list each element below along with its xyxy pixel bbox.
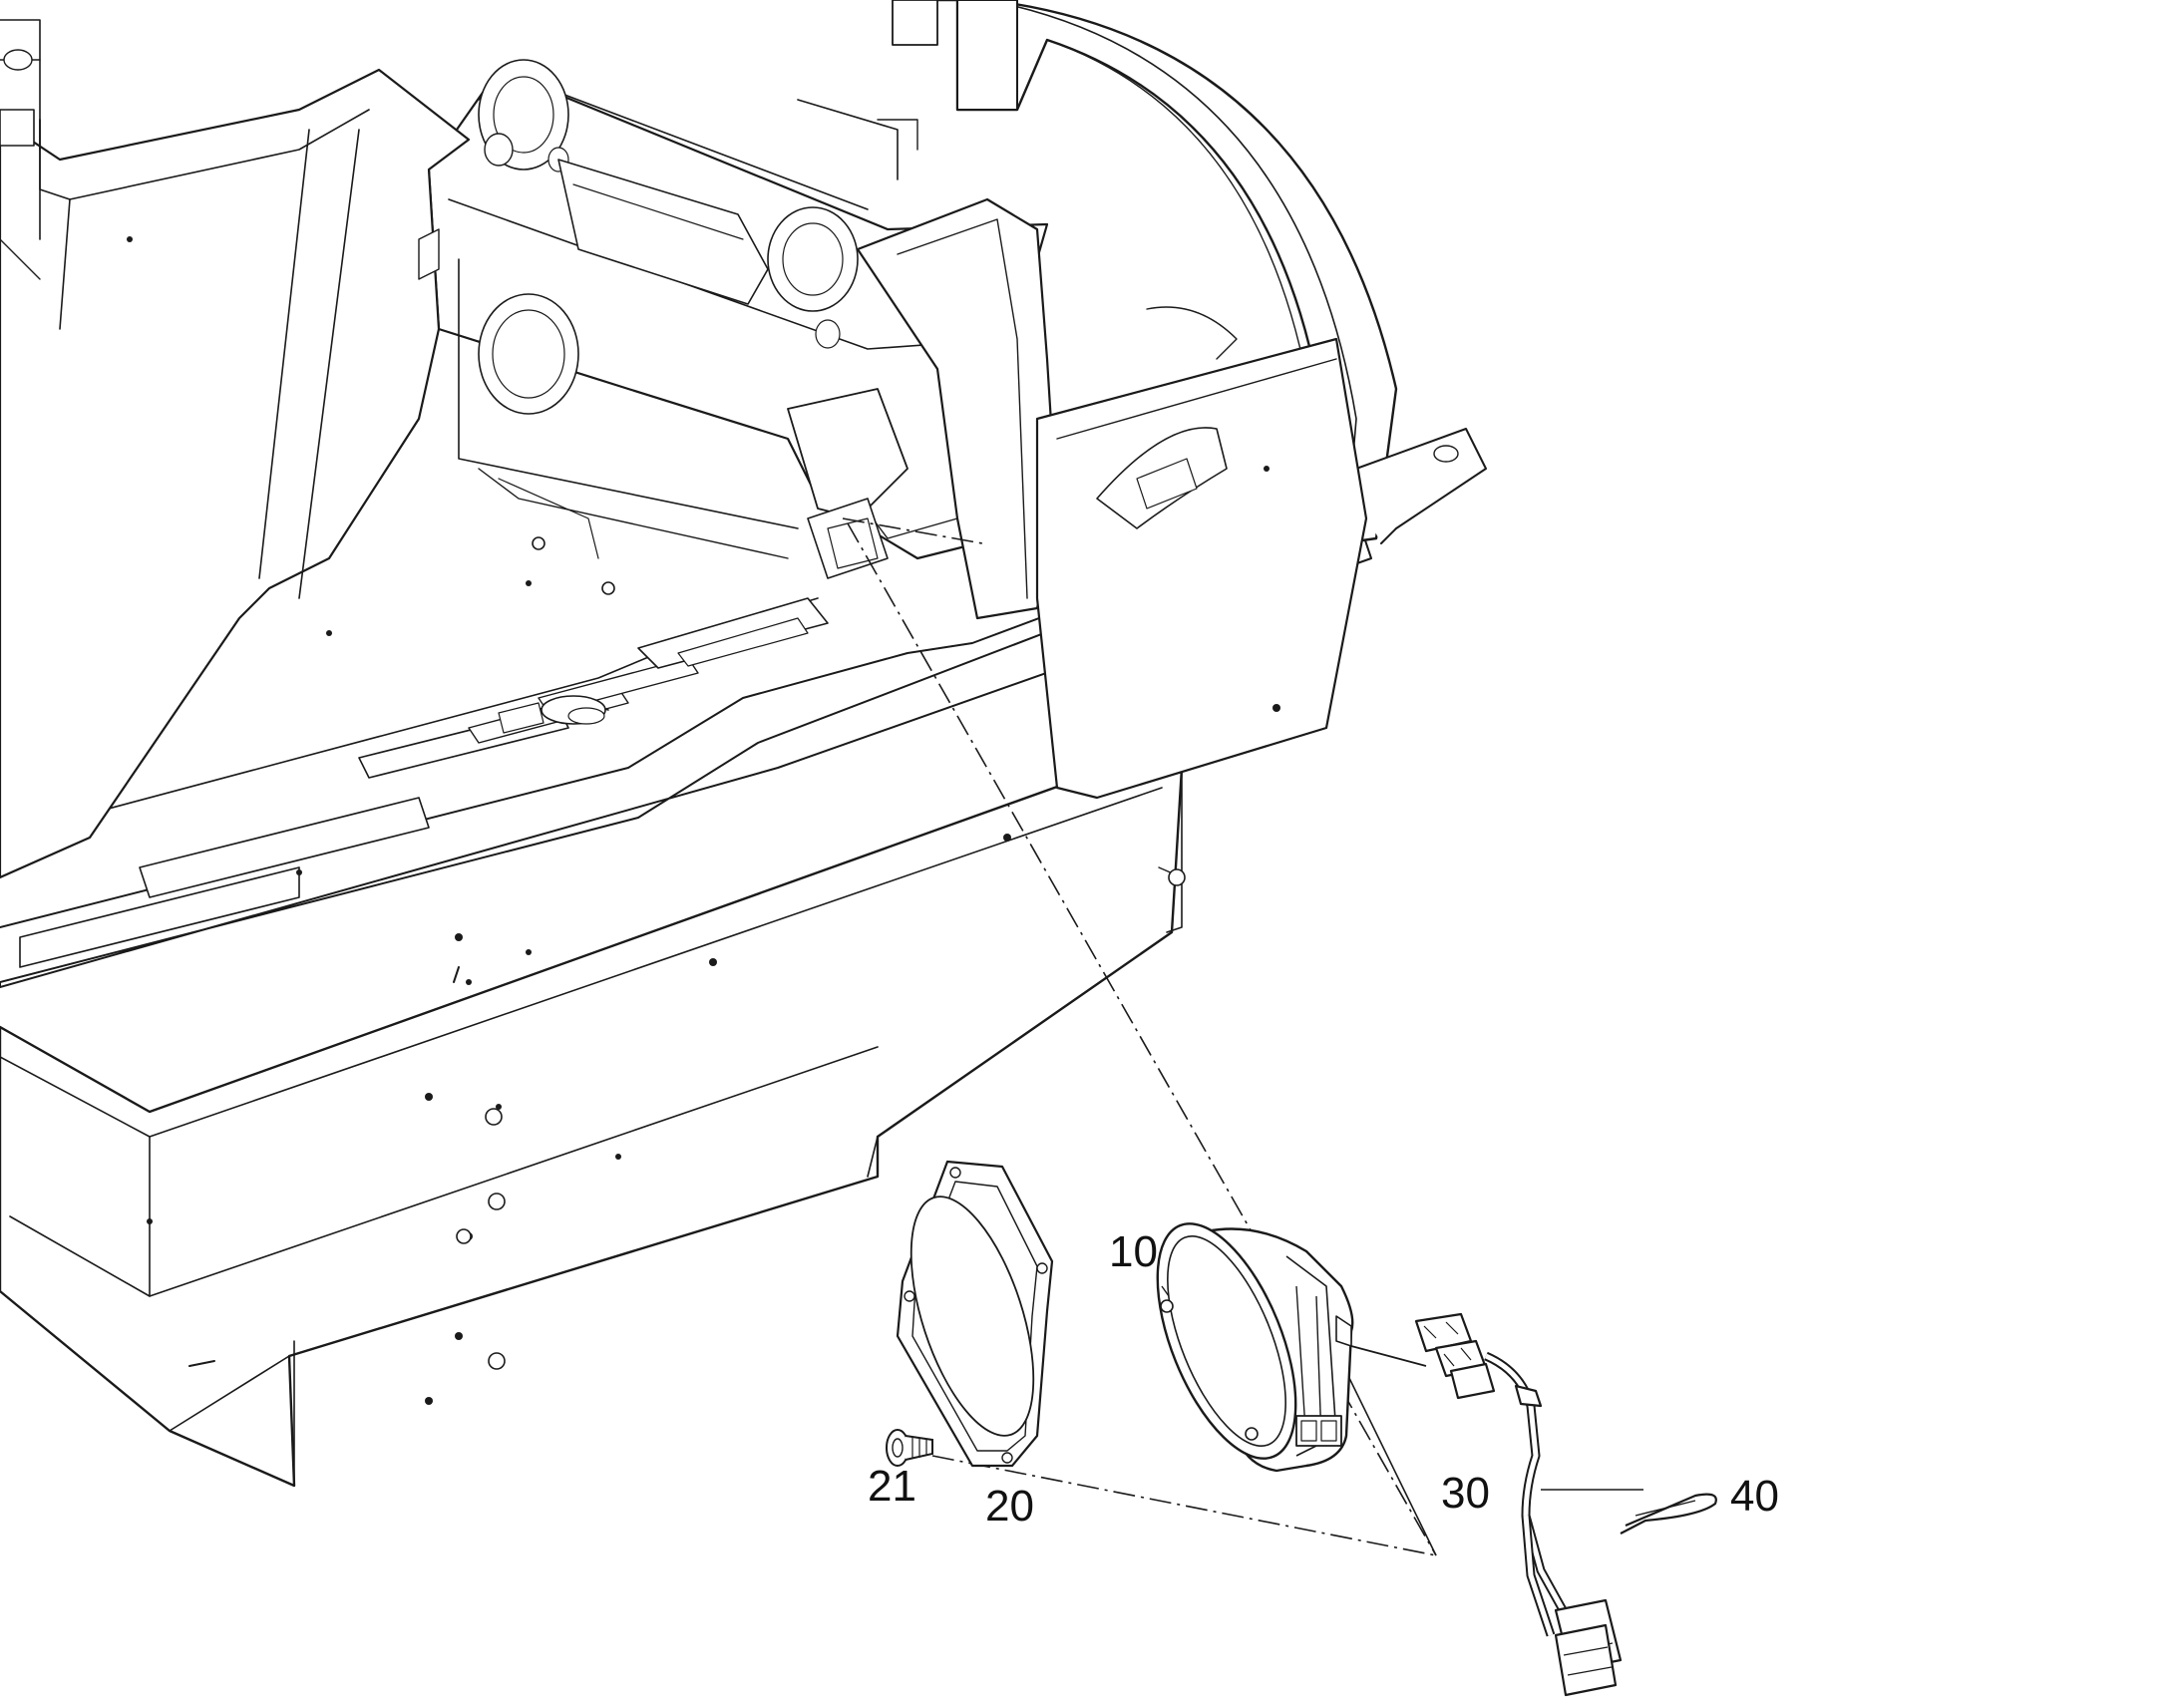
callout-21: 21 [868, 1462, 916, 1511]
callout-10: 10 [1109, 1227, 1158, 1276]
speaker-part-10 [1156, 1222, 1354, 1473]
screw-part-21 [886, 1429, 933, 1467]
callout-20: 20 [985, 1482, 1034, 1531]
wiring-harness-part-30 [1350, 1312, 1623, 1697]
callout-30: 30 [1441, 1469, 1490, 1518]
cable-tie-part-40 [1620, 1493, 1717, 1535]
speaker-bezel-part-20 [896, 1160, 1054, 1468]
vehicle-body [0, 0, 1487, 1488]
callout-40: 40 [1730, 1472, 1779, 1521]
lower-side-panel [0, 751, 1184, 1488]
right-rear-panel [1035, 337, 1368, 800]
left-door [0, 68, 471, 879]
